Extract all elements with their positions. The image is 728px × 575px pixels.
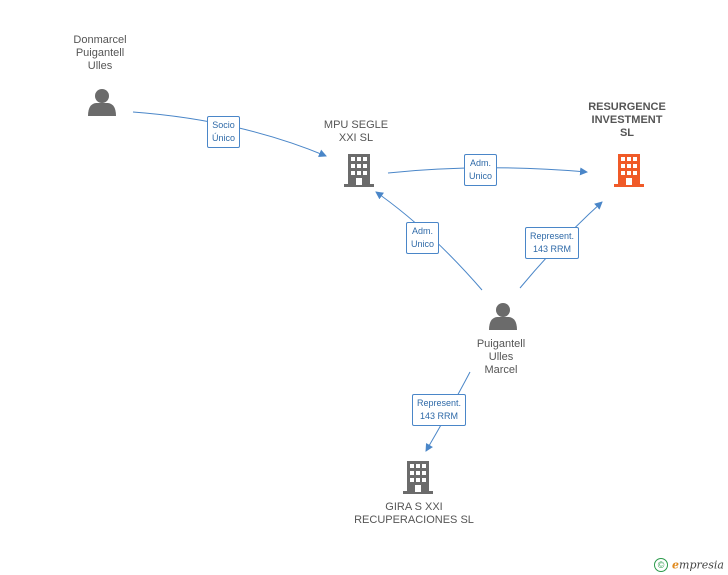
edge-label-represent-resurgence[interactable]: Represent. 143 RRM xyxy=(525,227,580,259)
building-icon[interactable] xyxy=(403,461,433,494)
node-label-donmarcel[interactable]: Donmarcel Puigantell Ulles xyxy=(73,34,127,72)
edge-label-represent-gira[interactable]: Represent. 143 RRM xyxy=(412,394,467,426)
node-label-resurgence[interactable]: RESURGENCE INVESTMENT SL xyxy=(588,101,666,139)
node-label-mpu[interactable]: MPU SEGLE XXI SL xyxy=(323,119,389,144)
edge-label-socio-unico[interactable]: Socio Único xyxy=(207,116,241,148)
person-icon[interactable] xyxy=(88,89,116,116)
node-label-gira[interactable]: GIRA S XXI RECUPERACIONES SL xyxy=(354,501,474,526)
building-icon[interactable] xyxy=(344,154,374,187)
copyright-icon: © xyxy=(654,558,669,572)
building-icon[interactable] xyxy=(614,154,644,187)
person-icon[interactable] xyxy=(489,303,517,330)
brand-logo[interactable]: empresia xyxy=(672,558,724,572)
copyright-footer: ©empresia xyxy=(654,558,724,572)
edge-label-adm-unico-resurgence[interactable]: Adm. Unico xyxy=(464,154,498,186)
edge-label-adm-unico-mpu[interactable]: Adm. Unico xyxy=(406,222,440,254)
node-label-puigantell[interactable]: Puigantell Ulles Marcel xyxy=(476,338,526,376)
